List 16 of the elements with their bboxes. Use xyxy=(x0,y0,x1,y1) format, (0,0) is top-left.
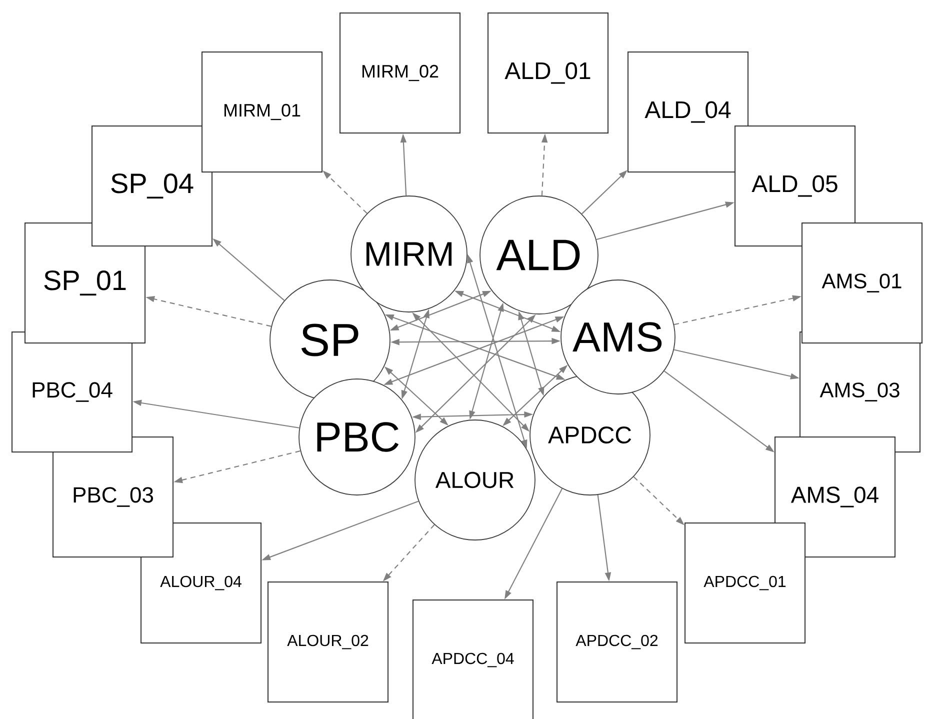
indicator-box: ALD_04 xyxy=(628,52,748,172)
indicator-box: APDCC_02 xyxy=(556,582,678,702)
indicator-box: MIRM_01 xyxy=(202,52,322,172)
indicator-box: AMS_04 xyxy=(774,436,896,558)
indicator-box: AMS_01 xyxy=(802,222,922,344)
indicator-box: ALD_01 xyxy=(488,12,608,134)
indicator-box: MIRM_02 xyxy=(340,12,460,134)
indicator-box: ALD_05 xyxy=(734,126,856,246)
indicator-box: ALOUR_02 xyxy=(268,582,388,702)
indicator-box: SP_04 xyxy=(92,126,212,246)
indicator-box: PBC_03 xyxy=(52,436,174,558)
indicator-box: PBC_04 xyxy=(12,332,132,452)
indicator-box: SP_01 xyxy=(24,222,146,344)
indicator-box: APDCC_01 xyxy=(684,522,806,644)
indicator-box: APDCC_04 xyxy=(412,600,534,719)
indicator-box: ALOUR_04 xyxy=(140,522,262,644)
